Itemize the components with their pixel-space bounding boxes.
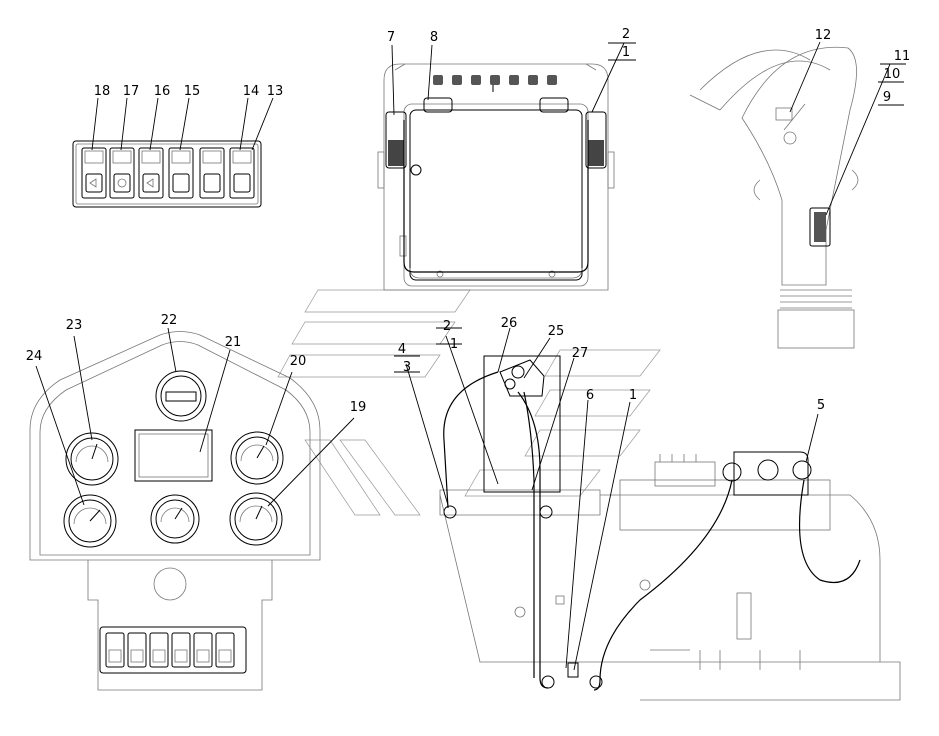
callout-labels: 18 17 16 15 14 13 7 8 2 1 12 11 10 9 22 …: [26, 27, 911, 415]
cab-connector: [410, 164, 422, 176]
leader-lines: [35, 41, 906, 671]
ground-point-left: [541, 675, 555, 689]
cable-6: [523, 391, 535, 678]
callout-17: 17: [123, 84, 140, 99]
callout-7: 7: [387, 30, 395, 45]
callout-1-mid: 1: [450, 337, 458, 352]
ground-point-right: [589, 675, 603, 689]
cable-5: [799, 479, 861, 584]
steering-column: [689, 46, 859, 349]
callout-8: 8: [430, 30, 438, 45]
switch-panel-top: [72, 140, 262, 208]
callout-24: 24: [26, 349, 43, 364]
gauge-24: [63, 494, 117, 548]
cab-top-view: [377, 63, 615, 291]
column-switch-9: [809, 207, 831, 247]
gauge-19: [229, 492, 283, 546]
callout-26: 26: [501, 316, 518, 331]
gauge-20: [230, 431, 284, 485]
rocker-switch-15: [168, 147, 194, 199]
callout-13: 13: [267, 84, 284, 99]
fuse-box-25: [483, 355, 561, 493]
callout-5: 5: [817, 398, 825, 413]
callout-15: 15: [184, 84, 201, 99]
callout-20: 20: [290, 354, 307, 369]
callout-18: 18: [94, 84, 111, 99]
mount-bolt-right: [539, 505, 553, 519]
rocker-switch-17: [109, 147, 135, 199]
callout-1-top: 1: [622, 45, 630, 60]
callout-22: 22: [161, 313, 178, 328]
callout-27: 27: [572, 346, 589, 361]
gauge-center: [150, 494, 200, 544]
switch-panel-lower: [99, 626, 247, 674]
callout-14: 14: [243, 84, 260, 99]
cable-27: [517, 391, 549, 689]
rocker-switch-14: [199, 147, 225, 199]
callout-16: 16: [154, 84, 171, 99]
cab-speaker-left: [385, 111, 407, 169]
callout-2-mid: 2: [443, 319, 451, 334]
callout-21: 21: [225, 335, 242, 350]
cab-speaker-right: [585, 111, 607, 169]
callout-10: 10: [884, 67, 901, 82]
callout-25: 25: [548, 324, 565, 339]
callout-1-lower: 1: [629, 388, 637, 403]
callout-11: 11: [894, 49, 911, 64]
rocker-switch-13: [229, 147, 255, 199]
gauge-23: [65, 432, 119, 486]
cab-harness: [403, 120, 589, 273]
callout-6: 6: [586, 388, 594, 403]
callout-23: 23: [66, 318, 83, 333]
battery-clamp-right: [792, 460, 812, 480]
cable-26: [443, 371, 499, 509]
cab-dome-lamp-left: [423, 97, 453, 113]
cable-1: [593, 479, 733, 691]
battery-clamp-left: [722, 462, 742, 482]
rocker-switch-16: [138, 147, 164, 199]
battery-terminal: [757, 459, 779, 481]
instrument-panel: [29, 331, 321, 691]
hour-meter-22: [155, 370, 207, 422]
callout-19: 19: [350, 400, 367, 415]
mount-bolt-left: [443, 505, 457, 519]
ground-bolt: [567, 662, 579, 678]
cab-vent-grille: [433, 75, 557, 85]
callout-12: 12: [815, 28, 832, 43]
callout-2-top: 2: [622, 27, 630, 42]
callout-9: 9: [883, 90, 891, 105]
console-body: [439, 454, 901, 701]
callout-4: 4: [398, 342, 406, 357]
cab-dome-lamp-right: [539, 97, 569, 113]
battery-box-5: [733, 451, 809, 496]
rocker-switch-18: [81, 147, 107, 199]
display-screen-21: [134, 429, 213, 482]
callout-3: 3: [403, 360, 411, 375]
